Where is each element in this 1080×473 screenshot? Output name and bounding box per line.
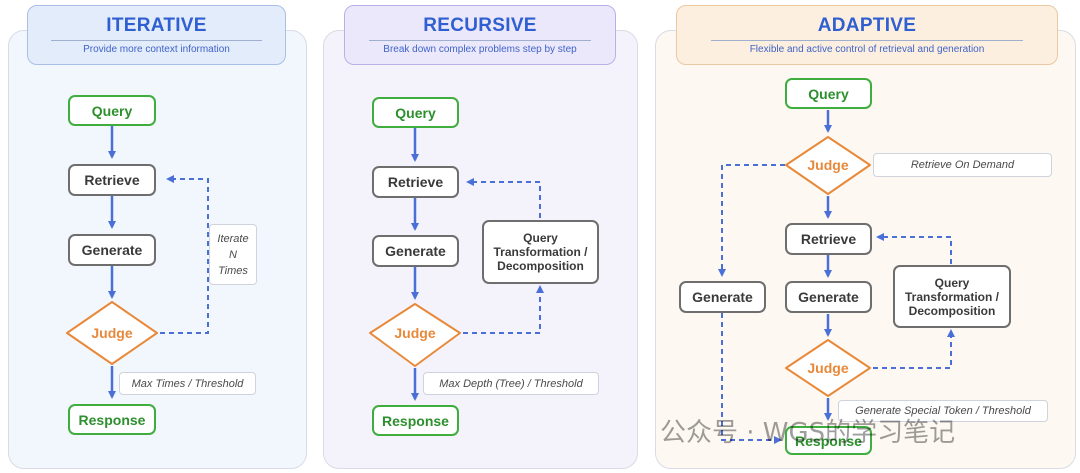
node-line: Transformation / <box>493 245 588 259</box>
label-line: N <box>229 248 237 261</box>
adaptive-title: ADAPTIVE <box>817 15 917 36</box>
recursive-response-node: Response <box>372 405 459 436</box>
recursive-judge-diamond <box>369 303 461 367</box>
recursive-subtitle: Break down complex problems step by step <box>383 44 577 55</box>
node-line: Query <box>523 231 558 245</box>
recursive-generate-node: Generate <box>372 235 459 267</box>
adaptive-top-judge-label: Judge <box>807 157 849 173</box>
iterate-n-times-label: Iterate N Times <box>209 224 257 285</box>
iterative-judge-diamond <box>66 301 158 365</box>
iterative-title: ITERATIVE <box>106 15 207 36</box>
header-divider <box>369 40 591 41</box>
header-divider <box>51 40 262 41</box>
generate-special-token-label: Generate Special Token / Threshold <box>838 400 1048 422</box>
node-line: Decomposition <box>497 259 584 273</box>
adaptive-subtitle: Flexible and active control of retrieval… <box>749 44 985 55</box>
iterative-subtitle: Provide more context information <box>83 44 230 55</box>
iterative-generate-node: Generate <box>68 234 156 266</box>
recursive-stop-label: Max Depth (Tree) / Threshold <box>423 372 599 395</box>
adaptive-direct-generate-node: Generate <box>679 281 766 313</box>
recursive-retrieve-node: Retrieve <box>372 166 459 198</box>
adaptive-query-node: Query <box>785 78 872 109</box>
iterative-query-node: Query <box>68 95 156 126</box>
watermark: 公众号 · WGS的学习笔记 <box>660 418 956 448</box>
node-line: Decomposition <box>908 303 996 318</box>
node-line: Query <box>934 275 970 290</box>
iterative-judge-label: Judge <box>91 325 133 341</box>
iterative-header: ITERATIVE Provide more context informati… <box>27 5 286 65</box>
recursive-query-node: Query <box>372 97 459 128</box>
adaptive-generate-node: Generate <box>785 281 872 313</box>
adaptive-header: ADAPTIVE Flexible and active control of … <box>676 5 1058 65</box>
recursive-judge-label: Judge <box>394 325 436 341</box>
recursive-query-transformation-node: Query Transformation / Decomposition <box>482 220 599 284</box>
recursive-header: RECURSIVE Break down complex problems st… <box>344 5 616 65</box>
adaptive-bottom-judge-label: Judge <box>807 360 849 376</box>
retrieve-on-demand-label: Retrieve On Demand <box>873 153 1052 177</box>
iterative-response-node: Response <box>68 404 156 435</box>
iterative-panel <box>8 30 307 469</box>
node-line: Transformation / <box>904 289 999 304</box>
label-line: Times <box>218 264 248 277</box>
adaptive-bottom-judge-diamond <box>785 339 871 397</box>
iterative-retrieve-node: Retrieve <box>68 164 156 196</box>
adaptive-response-node: Response <box>785 426 872 455</box>
adaptive-retrieve-node: Retrieve <box>785 223 872 255</box>
adaptive-query-transformation-node: Query Transformation / Decomposition <box>893 265 1011 328</box>
header-divider <box>711 40 1023 41</box>
iterative-stop-label: Max Times / Threshold <box>119 372 256 395</box>
label-line: Iterate <box>217 232 249 245</box>
recursive-title: RECURSIVE <box>423 15 537 36</box>
adaptive-top-judge-diamond <box>785 136 871 195</box>
